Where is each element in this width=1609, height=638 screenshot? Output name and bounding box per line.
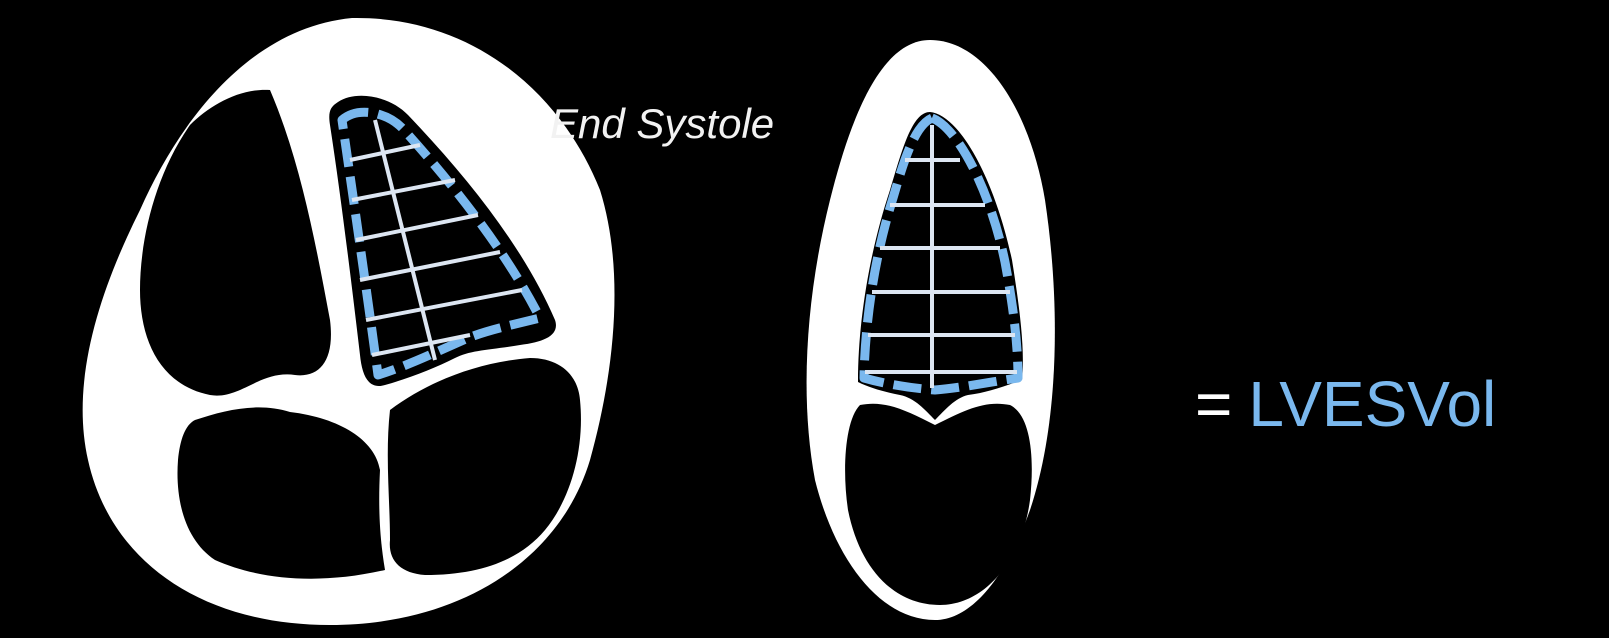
- result-term: LVESVol: [1248, 368, 1496, 440]
- equals-sign: =: [1195, 368, 1232, 440]
- phase-label: End Systole: [550, 100, 774, 148]
- volume-equation: =LVESVol: [1195, 372, 1496, 436]
